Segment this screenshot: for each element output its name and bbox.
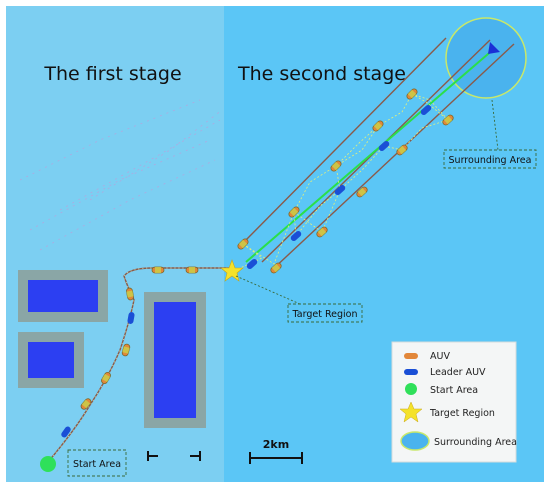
legend-label: Surrounding Area: [434, 437, 517, 448]
target-region-label: Target Region: [292, 309, 358, 320]
legend-label: AUV: [430, 351, 450, 362]
leader-auv-icon: [404, 369, 418, 375]
obstacle-top-left: [18, 270, 108, 322]
faint-trace-lines: [19, 99, 223, 251]
legend: AUV Leader AUV Start Area Target Region …: [391, 341, 517, 463]
legend-item-start-area: Start Area: [405, 383, 478, 396]
start-area-callout: Start Area: [67, 449, 127, 477]
obstacle-tall: [144, 292, 206, 428]
legend-item-target-region: Target Region: [399, 401, 495, 423]
legend-item-leader-auv: Leader AUV: [404, 367, 486, 378]
surrounding-area-callout: Surrounding Area: [443, 149, 537, 169]
scale-bar: 2km: [249, 438, 303, 464]
start-area-circle: [40, 456, 56, 472]
legend-item-auv: AUV: [404, 351, 450, 362]
width-marker: [147, 451, 201, 461]
legend-label: Start Area: [430, 385, 478, 396]
obstacle-mid-left: [18, 332, 84, 388]
surrounding-area-label: Surrounding Area: [449, 155, 532, 166]
legend-label: Target Region: [429, 408, 495, 419]
leader-path: [245, 47, 496, 263]
auv-icon: [404, 353, 418, 359]
formation-links: [235, 93, 449, 271]
callout-leaders: [235, 99, 499, 305]
legend-label: Leader AUV: [430, 367, 486, 378]
auv-marker: [151, 266, 165, 274]
start-area-label: Start Area: [73, 459, 121, 470]
star-icon: [399, 401, 423, 423]
surrounding-area-circle: [445, 17, 527, 99]
auv-marker: [185, 266, 199, 274]
target-star-icon: [220, 259, 244, 282]
start-area-icon: [405, 383, 417, 395]
first-stage-title: The first stage: [43, 63, 181, 85]
surrounding-area-icon: [400, 431, 430, 451]
target-region-callout: Target Region: [287, 303, 363, 323]
legend-item-surrounding-area: Surrounding Area: [400, 431, 517, 451]
leader-arrow-icon: [488, 42, 500, 54]
scale-bar-label: 2km: [263, 438, 289, 451]
second-stage-title: The second stage: [237, 63, 406, 85]
